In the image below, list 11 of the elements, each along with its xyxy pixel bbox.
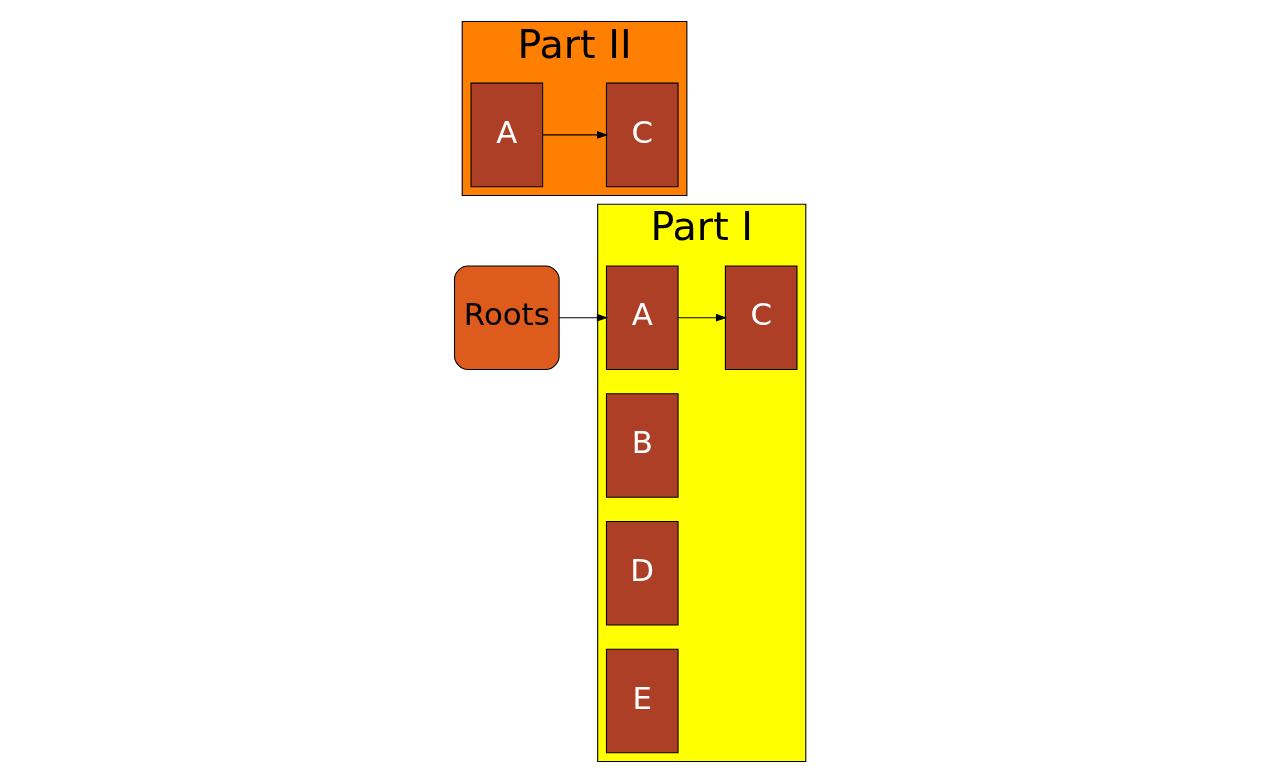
node-box: A bbox=[605, 265, 679, 371]
node-box: Roots bbox=[453, 265, 560, 371]
arrow bbox=[542, 131, 609, 139]
node-box: C bbox=[724, 265, 798, 371]
node-box: C bbox=[605, 82, 679, 188]
arrow bbox=[558, 313, 608, 322]
node-box: A bbox=[470, 82, 544, 188]
node-box: B bbox=[605, 393, 679, 498]
arrow bbox=[677, 313, 727, 322]
node-box: D bbox=[605, 520, 679, 626]
node-box: E bbox=[605, 648, 679, 754]
